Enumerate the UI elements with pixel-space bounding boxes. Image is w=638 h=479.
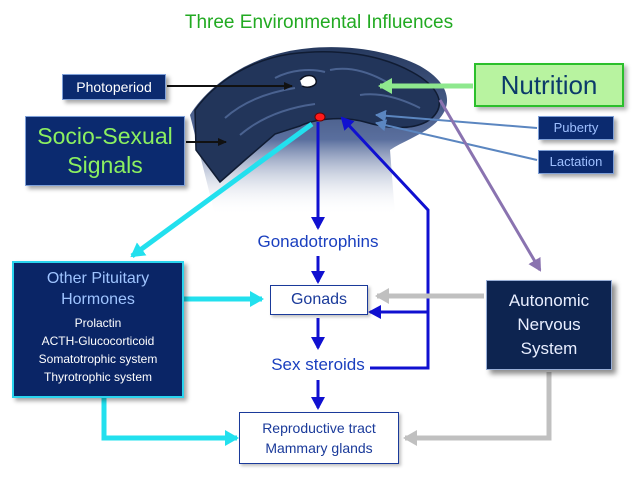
- reproductive-tract-label: Reproductive tract: [262, 420, 376, 436]
- pituitary-item-acth: ACTH-Glucocorticoid: [41, 334, 155, 348]
- socio-sexual-label: Socio-Sexual Signals: [37, 123, 173, 178]
- photoperiod-box: Photoperiod: [62, 74, 166, 100]
- autonomic-box: Autonomic Nervous System: [486, 280, 612, 370]
- lactation-box: Lactation: [538, 150, 614, 174]
- nutrition-box: Nutrition: [474, 63, 624, 107]
- mammary-glands-label: Mammary glands: [265, 440, 373, 456]
- steroid-feedback-arrow: [340, 116, 430, 370]
- sex-steroids-label: Sex steroids: [271, 355, 365, 374]
- gonads-box: Gonads: [270, 285, 368, 315]
- lactation-arrow: [375, 119, 538, 161]
- socio-sexual-box: Socio-Sexual Signals: [25, 116, 185, 186]
- pituitary-to-reproductive-arrow: [101, 398, 239, 446]
- pituitary-item-prolactin: Prolactin: [74, 316, 122, 330]
- puberty-box: Puberty: [538, 116, 614, 140]
- reproductive-box: Reproductive tract Mammary glands: [239, 412, 399, 464]
- photoperiod-label: Photoperiod: [76, 79, 152, 95]
- gonadotrophins-label: Gonadotrophins: [257, 232, 379, 251]
- puberty-arrow: [375, 109, 538, 129]
- autonomic-to-reproductive-arrow: [403, 372, 552, 446]
- puberty-label: Puberty: [553, 120, 599, 135]
- brain-to-autonomic-arrow: [438, 99, 542, 272]
- nutrition-label: Nutrition: [500, 70, 598, 100]
- diagram-title: Three Environmental Influences: [184, 12, 454, 33]
- pituitary-item-somatotrophic: Somatotrophic system: [38, 352, 158, 366]
- gonads-label: Gonads: [290, 291, 348, 308]
- hypothalamus-to-pituitary-arrow: [130, 121, 314, 259]
- lactation-label: Lactation: [549, 154, 603, 169]
- other-pituitary-box: Other Pituitary Hormones Prolactin ACTH-…: [12, 261, 184, 398]
- autonomic-label: Autonomic Nervous System: [508, 291, 590, 358]
- other-pituitary-heading: Other Pituitary Hormones: [46, 270, 150, 308]
- pituitary-item-thyrotrophic: Thyrotrophic system: [43, 370, 153, 384]
